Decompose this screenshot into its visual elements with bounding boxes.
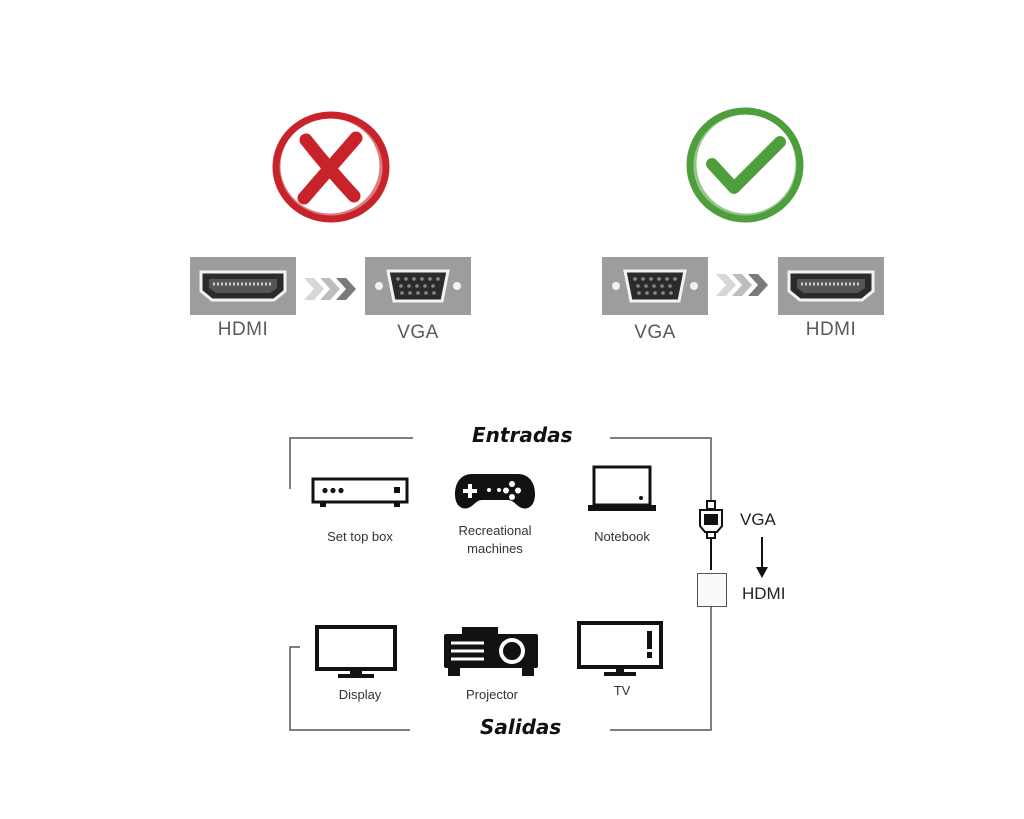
hdmi-port-box: [778, 257, 884, 315]
recreational-label-line1: Recreational: [458, 523, 532, 538]
vga-label: VGA: [397, 322, 439, 343]
recreational-label-line2: machines: [467, 541, 523, 556]
hdmi-adapter-icon: [697, 573, 727, 607]
gamepad-icon: [455, 474, 535, 509]
monitor-icon: [315, 625, 397, 678]
outputs-heading: Salidas: [472, 715, 570, 739]
laptop-icon: [588, 465, 656, 511]
projector-label: Projector: [465, 687, 519, 702]
inputs-heading: Entradas: [464, 423, 581, 447]
vga-connector-icon: [699, 500, 723, 570]
cross-icon: [272, 111, 390, 223]
arrow-down-icon: [756, 537, 768, 578]
notebook-label: Notebook: [594, 529, 650, 544]
vga-port-box: [602, 257, 708, 315]
tv-label: TV: [613, 683, 631, 698]
converter-vga-label: VGA: [740, 510, 776, 529]
converter-hdmi-label: HDMI: [742, 584, 786, 603]
connection-frame: [289, 437, 712, 731]
set-top-box-icon: [311, 477, 409, 507]
vga-port-icon: [375, 269, 461, 303]
vga-port-box: [365, 257, 471, 315]
chevron-right-icon: [304, 278, 356, 300]
incorrect-direction-panel: HDMI VGA: [180, 100, 480, 350]
recreational-machines-label: Recreational machines: [430, 522, 560, 558]
check-icon: [686, 107, 804, 223]
vga-label: VGA: [634, 322, 676, 343]
chevron-right-icon: [716, 274, 768, 296]
hdmi-port-icon: [787, 270, 875, 302]
vga-port-icon: [612, 269, 698, 303]
display-label: Display: [338, 687, 382, 702]
hdmi-label: HDMI: [805, 319, 857, 340]
tv-icon: [577, 621, 663, 676]
projector-icon: [444, 627, 538, 676]
hdmi-port-icon: [199, 270, 287, 302]
set-top-box-label: Set top box: [327, 529, 393, 544]
correct-direction-panel: VGA HDMI: [592, 100, 892, 350]
hdmi-label: HDMI: [217, 319, 269, 340]
hdmi-port-box: [190, 257, 296, 315]
